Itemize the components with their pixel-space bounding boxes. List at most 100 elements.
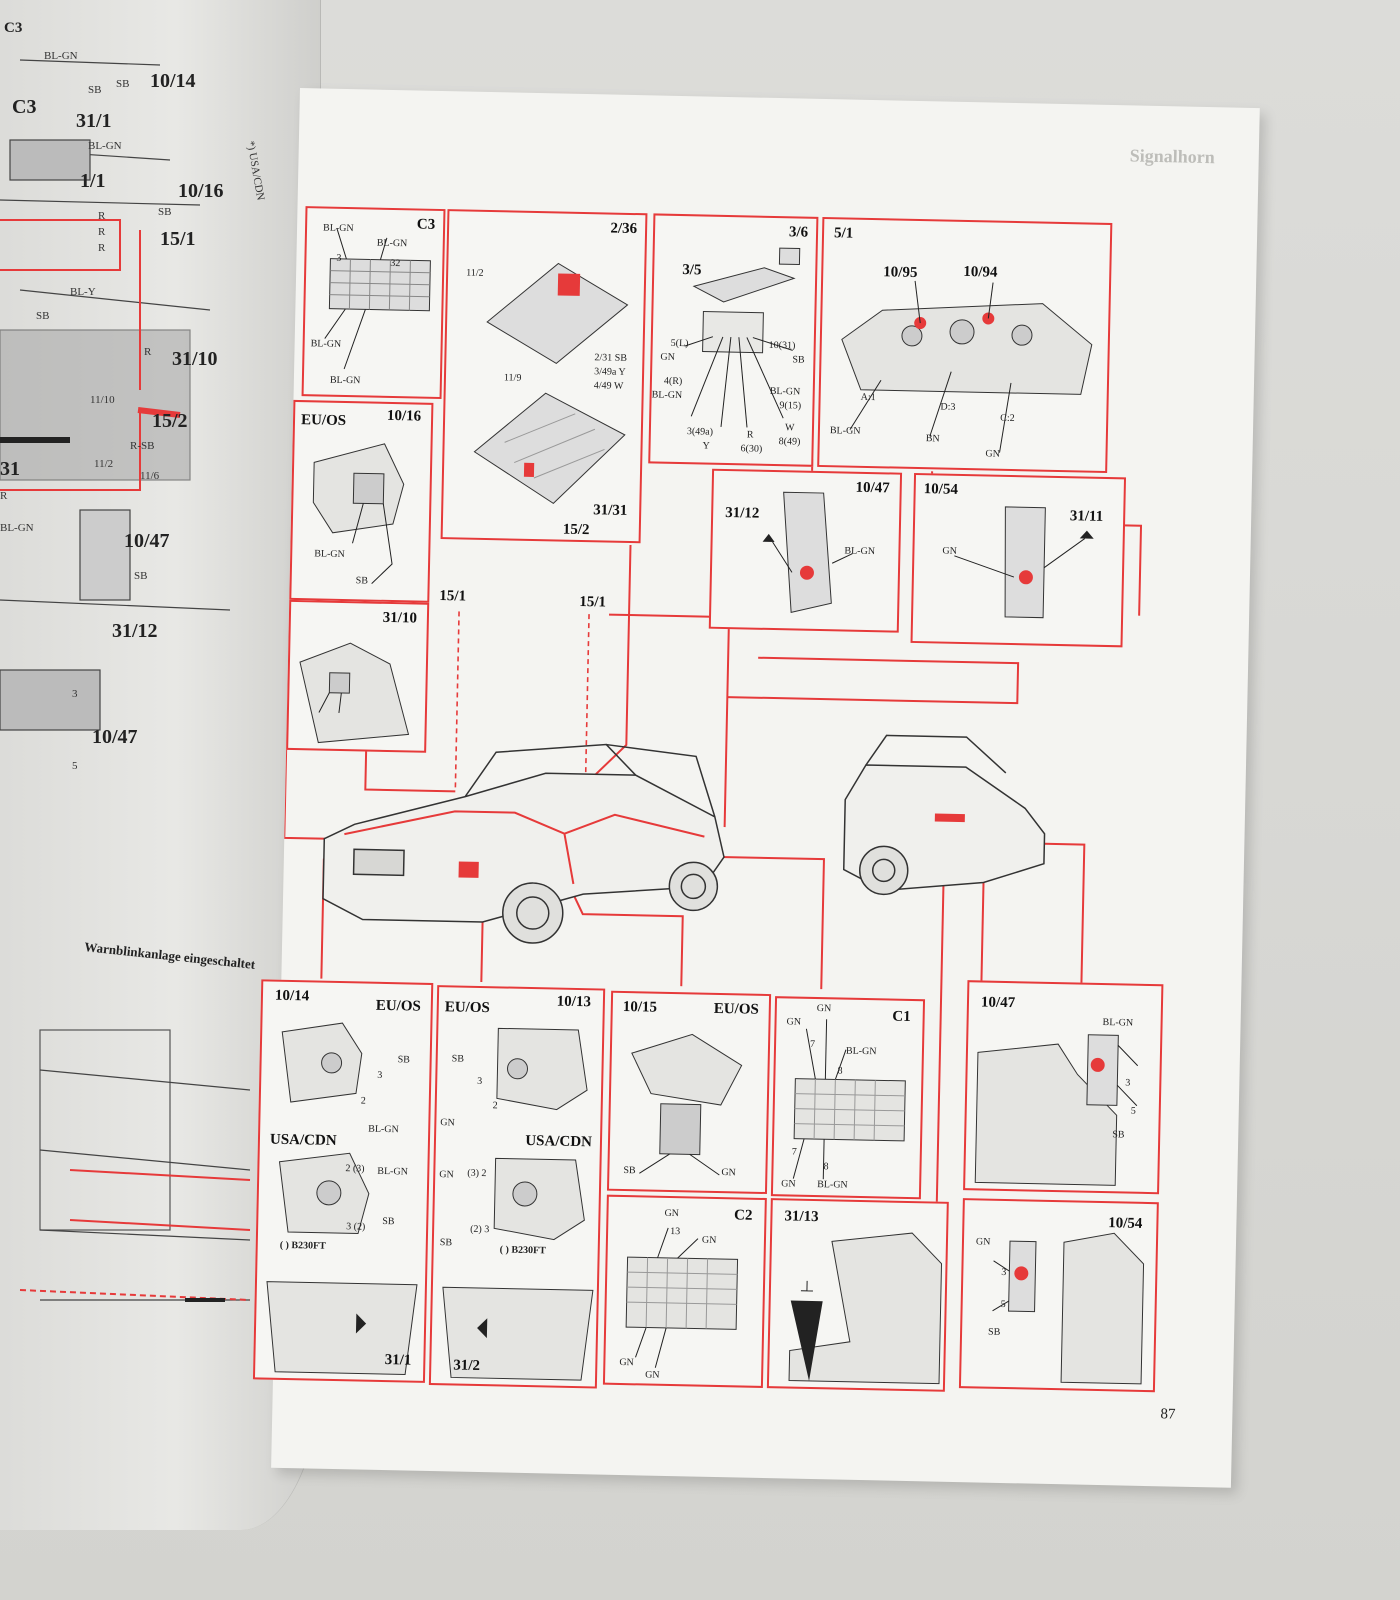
panel-10-54-upper: 10/54 31/11 GN: [910, 472, 1127, 648]
switch-wire-8: W: [784, 422, 795, 434]
left-wire-7: R: [98, 242, 106, 254]
left-wire-1: SB: [88, 84, 102, 96]
cluster-wire-2: D:3: [940, 401, 956, 413]
panel-c3-top: C3 BL-GN BL-GN 3 32 BL-GN BL-GN: [301, 206, 446, 400]
left-label-10-16: 10/16: [178, 180, 224, 202]
left-page: C3 10/14 31/1 C3 1/1 10/16 15/1 31/10 15…: [0, 0, 321, 1530]
c2-wire-2: GN: [701, 1234, 717, 1246]
c1-wire-0: GN: [786, 1016, 802, 1028]
relay-bottom-31-31: 31/31: [593, 502, 628, 519]
switch-wire-13: 9(15): [779, 400, 802, 412]
switch-wire-6: R: [746, 429, 754, 441]
left-label-10-47-a: 10/47: [124, 530, 170, 552]
left-wire-17: R: [0, 490, 8, 502]
p1054a-sub: 31/11: [1069, 508, 1104, 525]
left-label-31-1: 31/1: [76, 110, 112, 132]
panel-switch-3-5: 3/6 3/5 5(L) GN 4(R) BL-GN 3(49a) Y R 6(…: [648, 213, 819, 467]
p1014-wire-1: 3: [377, 1069, 383, 1081]
p1047a-sub: 31/12: [725, 504, 760, 522]
p1013-wire-4: GN: [439, 1169, 454, 1181]
panel-10-13: EU/OS 10/13 USA/CDN SB 3 2 GN GN (3) 2 S…: [428, 985, 606, 1389]
callout-15-1-left: 15/1: [439, 588, 467, 605]
p1015-wire-1: GN: [721, 1167, 736, 1179]
c1-wire-6: 8: [823, 1161, 829, 1173]
p1013-wire-6: SB: [439, 1237, 453, 1249]
rear-indicator-mark: [934, 813, 965, 823]
switch-wire-9: 8(49): [778, 436, 801, 448]
c2-wire-1: 13: [670, 1226, 681, 1238]
left-wire-16: 11/10: [90, 394, 115, 406]
c3-top-wire-0: BL-GN: [322, 222, 354, 235]
left-wire-0: BL-GN: [44, 50, 78, 62]
left-wire-11: R-SB: [130, 440, 155, 452]
left-label-15-2: 15/2: [152, 410, 188, 432]
left-label-c3-top: C3: [4, 20, 23, 36]
p1054b-wire-0: GN: [975, 1236, 991, 1248]
left-wire-5: R: [98, 210, 106, 222]
p1014-wire-2: 2: [360, 1095, 366, 1107]
left-label-15-1: 15/1: [160, 228, 196, 250]
p1013-ground: 31/2: [453, 1357, 481, 1375]
p1013-wire-2: 2: [492, 1100, 498, 1112]
panel-c1: C1 GN GN 7 BL-GN 8 7 8 GN BL-GN: [770, 996, 926, 1200]
cluster-sub-10-94: 10/94: [963, 263, 998, 281]
p1054b-wire-1: 3: [1001, 1266, 1007, 1279]
left-label-10-14: 10/14: [150, 70, 196, 92]
panel-10-16: EU/OS 10/16 BL-GN SB: [289, 399, 434, 603]
p3113-title: 31/13: [784, 1208, 819, 1226]
panel-10-14: 10/14 EU/OS USA/CDN SB 3 2 BL-GN 2 (3) B…: [252, 979, 434, 1383]
p1054b-title: 10/54: [1108, 1215, 1143, 1232]
panel-10-47-lower: 10/47 BL-GN 3 5 SB: [963, 980, 1164, 1195]
c2-wire-0: GN: [664, 1207, 680, 1220]
p1015-title: 10/15: [622, 998, 658, 1016]
p1047a-wire-0: BL-GN: [844, 545, 876, 558]
p1014-wire-7: SB: [382, 1215, 395, 1228]
p1054b-wire-2: 5: [1000, 1298, 1006, 1311]
panel-relay-2-36: 2/36 11/2 11/9 2/31 SB 3/49a Y 4/49 W 31…: [440, 209, 648, 544]
cluster-wire-3: BN: [925, 433, 940, 445]
left-wire-18: 3: [72, 688, 78, 700]
left-wire-4: SB: [158, 206, 172, 218]
p1013-wire-1: 3: [477, 1075, 483, 1088]
p1047b-wire-1: 3: [1125, 1077, 1131, 1089]
cluster-sub-10-95: 10/95: [883, 264, 918, 281]
p1015-tag: EU/OS: [713, 1000, 759, 1018]
left-wire-9: SB: [36, 310, 50, 322]
left-label-10-47-b: 10/47: [92, 726, 138, 748]
relay-sub-4: 4/49 W: [593, 380, 624, 392]
cluster-wire-5: GN: [985, 448, 1001, 460]
p1013-title: 10/13: [556, 993, 592, 1011]
switch-wire-12: BL-GN: [769, 385, 801, 398]
left-wire-8: BL-Y: [70, 286, 96, 298]
left-wire-15: SB: [134, 570, 148, 582]
switch-wire-2: 4(R): [663, 375, 683, 388]
switch-wire-11: SB: [792, 354, 805, 366]
p1016-wire-1: SB: [355, 575, 369, 587]
switch-wire-10: 10(31): [768, 339, 796, 352]
p1014-wire-5: BL-GN: [377, 1165, 408, 1178]
callout-15-1-right: 15/1: [579, 593, 607, 611]
p1014-wire-0: SB: [397, 1054, 411, 1066]
c1-title: C1: [892, 1008, 911, 1025]
c3-top-wire-1: BL-GN: [376, 237, 408, 250]
p1047b-wire-2: 5: [1130, 1105, 1136, 1117]
p1013-wire-3: GN: [440, 1117, 455, 1129]
left-label-31-12: 31/12: [112, 620, 158, 642]
relay-sub-3: 3/49a Y: [594, 366, 626, 378]
left-wire-3: BL-GN: [88, 140, 122, 152]
c3-top-wire-4: BL-GN: [310, 338, 342, 350]
c1-wire-8: BL-GN: [817, 1179, 848, 1191]
right-page: Signalhorn: [252, 88, 1260, 1488]
panel-c3-top-title: C3: [416, 216, 436, 233]
relay-sub-0: 11/2: [466, 267, 484, 279]
p1013-wire-7: (2) 3: [470, 1223, 490, 1236]
page-number: 87: [1160, 1406, 1176, 1423]
switch-wire-5: Y: [702, 440, 710, 452]
left-label-1-1: 1/1: [80, 170, 106, 192]
p1054a-wire-0: GN: [942, 545, 958, 557]
p3110-title: 31/10: [382, 609, 418, 627]
cluster-wire-4: C:2: [1000, 412, 1015, 425]
p1054a-title: 10/54: [923, 481, 959, 498]
relay-title: 2/36: [610, 220, 638, 238]
p1047b-title: 10/47: [980, 994, 1016, 1012]
